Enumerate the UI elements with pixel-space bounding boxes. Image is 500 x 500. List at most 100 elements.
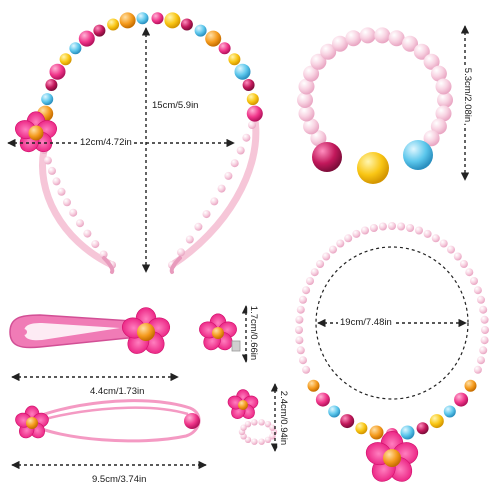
bracelet-pearl <box>303 118 320 135</box>
necklace-pearl <box>423 229 432 238</box>
elastic-band <box>29 399 201 443</box>
headband-bead <box>69 42 82 55</box>
headband-bead <box>205 30 222 47</box>
headband-bead <box>234 63 251 80</box>
necklace-pearl <box>406 224 415 232</box>
headband-pearl <box>224 171 233 180</box>
headband-bead <box>49 63 66 80</box>
bracelet-pearl <box>423 53 440 70</box>
bracelet-pearl <box>298 105 315 122</box>
headband-bead <box>59 53 72 66</box>
headband-pearl <box>242 133 251 142</box>
ring-pearl <box>258 438 265 445</box>
ring-pearl <box>251 438 258 445</box>
headband-pearl <box>48 166 56 175</box>
headband-pearl <box>236 146 245 155</box>
necklace-bead <box>454 392 469 407</box>
necklace-pearl <box>316 260 325 268</box>
bracelet-pearl <box>345 30 362 47</box>
necklace-bead <box>328 405 341 418</box>
headband-pearl <box>210 197 219 206</box>
necklace-pearl <box>480 315 489 324</box>
necklace-pearl <box>295 315 304 324</box>
headband-bead <box>194 24 207 37</box>
necklace-pearl <box>352 229 361 238</box>
necklace-bead <box>369 425 384 440</box>
bracelet-height-label: 5.3cm/2.08in <box>461 65 474 125</box>
necklace-pearl <box>439 239 448 248</box>
headband-pearl <box>43 156 52 165</box>
bracelet-pearl <box>332 35 348 52</box>
necklace-beads <box>307 379 477 440</box>
necklace-bead <box>443 405 456 418</box>
necklace-diameter-label: 19cm/7.48in <box>338 317 394 329</box>
ring-pearl <box>240 424 247 431</box>
necklace-pearl <box>336 239 345 248</box>
ring-pearl <box>264 436 272 443</box>
headband-bead <box>246 93 259 106</box>
flower-clip <box>199 313 241 352</box>
necklace-pearl <box>295 326 303 334</box>
headband-flower <box>15 111 57 153</box>
ring-pearl <box>264 421 272 428</box>
bracelet-pearl <box>430 118 447 135</box>
bracelet-bead-yellow <box>357 152 389 184</box>
bracelet-bead-blue <box>403 140 433 170</box>
bracelet-pearl <box>388 30 405 47</box>
necklace-flower <box>365 431 419 482</box>
necklace-pearl <box>302 286 311 295</box>
headband-bead <box>107 18 120 31</box>
necklace-pearl <box>388 222 396 230</box>
headband-pearl <box>99 250 108 259</box>
necklace-pearl <box>310 268 319 277</box>
necklace-pearl <box>447 245 455 254</box>
bracelet-pearl <box>320 43 337 60</box>
headband-pearl <box>177 248 185 257</box>
headband-pearl <box>57 187 66 196</box>
bracelet <box>297 27 453 184</box>
headband-pearl <box>217 184 226 193</box>
headband-bead <box>246 105 263 122</box>
necklace-pearl <box>481 326 489 334</box>
bracelet-pearl <box>359 27 376 44</box>
headband-pearl <box>83 229 92 238</box>
hair-tie-bead <box>184 413 200 429</box>
necklace-pearl <box>299 295 307 304</box>
headband <box>15 12 263 274</box>
necklace-pearl <box>473 286 482 295</box>
necklace-bead <box>416 422 429 435</box>
headband-bead <box>218 42 231 55</box>
headband-pearl <box>230 159 239 168</box>
ring-pearl <box>244 436 252 443</box>
necklace-pearl <box>369 224 378 232</box>
hair-tie-label: 9.5cm/3.74in <box>90 474 149 486</box>
necklace-pearl <box>361 226 369 235</box>
necklace-pearl <box>299 356 307 365</box>
necklace-pearl <box>296 305 305 314</box>
headband-pearl <box>248 121 256 129</box>
bracelet-pearl <box>435 78 452 95</box>
necklace-pearl <box>453 252 462 261</box>
headband-beads <box>37 12 263 122</box>
necklace-diameter-guide <box>315 246 469 400</box>
headband-pearl <box>76 219 84 228</box>
necklace-pearl <box>479 346 488 355</box>
headband-pearl <box>202 210 211 219</box>
ring <box>227 389 278 445</box>
headband-bead <box>164 12 181 29</box>
headband-width-label: 12cm/4.72in <box>78 137 134 149</box>
headband-pearl <box>69 208 78 217</box>
necklace-pearl <box>302 365 311 374</box>
hair-clip <box>9 307 171 354</box>
headband-pearl <box>194 222 203 231</box>
headband-bead <box>151 12 164 25</box>
bracelet-bead-magenta <box>312 142 342 172</box>
bracelet-pearl <box>437 92 453 108</box>
headband-tip <box>102 256 115 274</box>
necklace-pearl <box>397 222 406 231</box>
headband-pearl <box>63 198 71 207</box>
necklace-pearl <box>470 277 478 285</box>
hair-clip-label: 4.4cm/1.73in <box>88 386 147 398</box>
necklace-pearl <box>322 252 331 261</box>
necklace-pearl <box>296 346 305 355</box>
